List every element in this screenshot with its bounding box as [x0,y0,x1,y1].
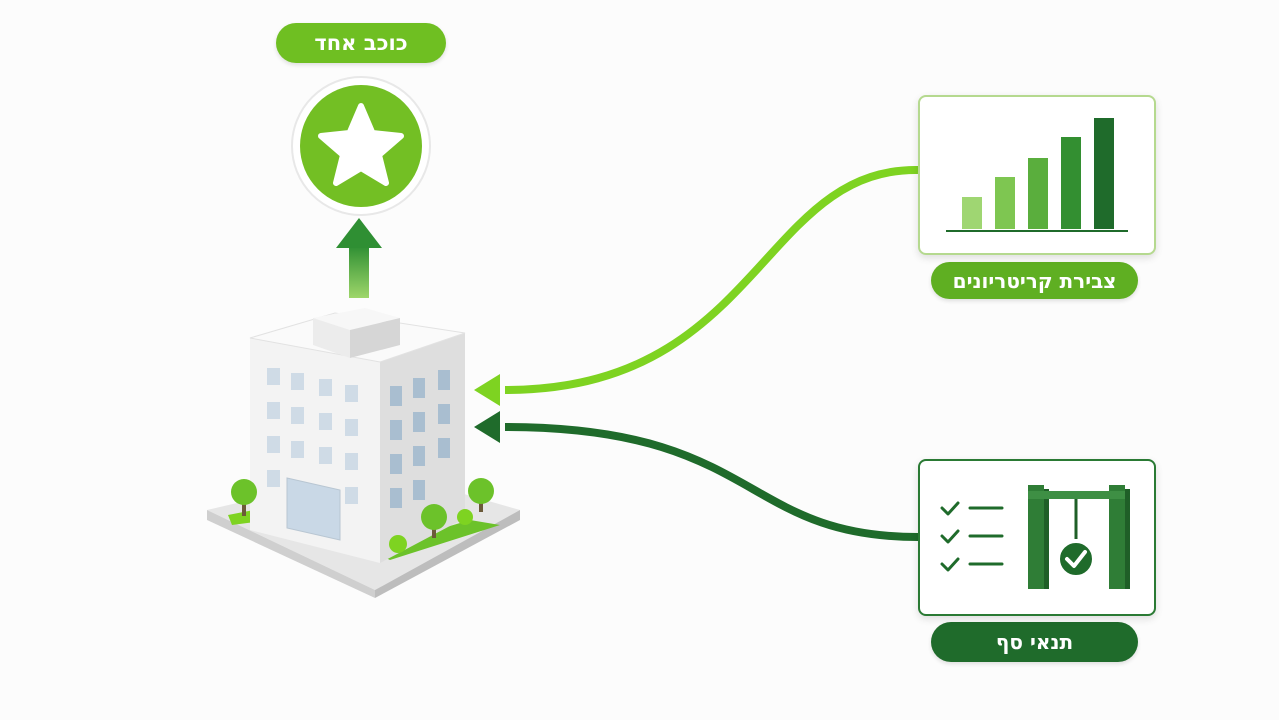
bar-3 [1028,158,1048,229]
criteria-accumulation-label: צבירת קריטריונים [931,262,1138,299]
bar-chart-icon [946,118,1128,232]
criteria-card [918,95,1156,255]
single-star-label: כוכב אחד [276,23,446,63]
gate-icon [1028,485,1130,589]
threshold-card [918,459,1156,616]
threshold-conditions-label: תנאי סף [931,622,1138,662]
up-arrow [336,218,382,298]
bar-5 [1094,118,1114,229]
threshold-connector [474,411,919,541]
check-icon [1058,541,1094,577]
bar-2 [995,177,1015,229]
criteria-connector [474,165,919,406]
threshold-icons [940,485,1130,589]
bar-4 [1061,137,1081,229]
bar-1 [962,197,982,229]
checklist-icon [940,501,1004,572]
